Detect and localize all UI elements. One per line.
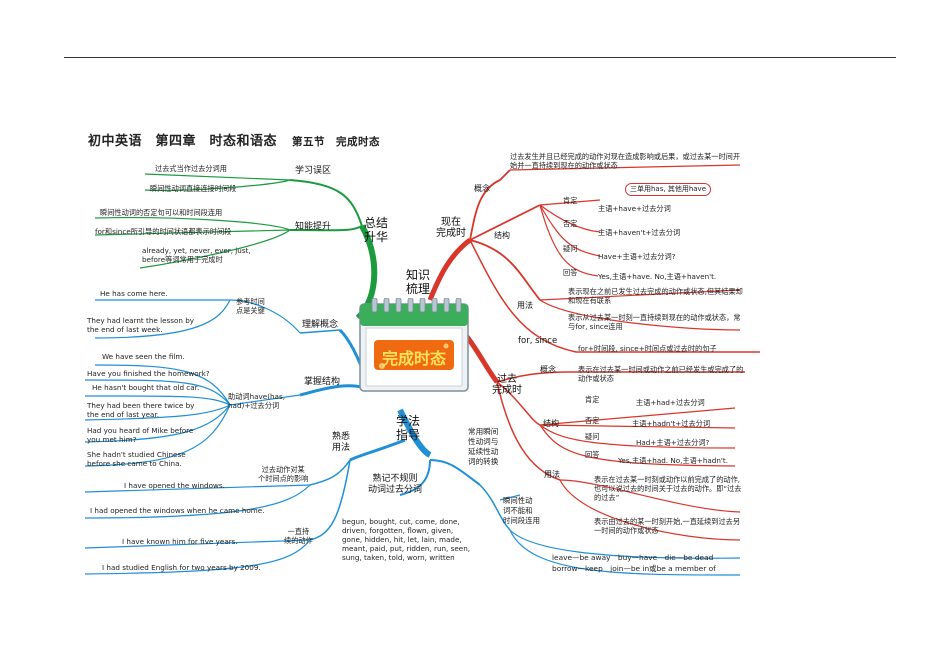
branch-past-perfect: 过去 完成时 [492, 374, 522, 396]
present-forsince: for+时间段, since+时间点或过去时的句子 [578, 344, 717, 353]
past-negative-label: 否定 [585, 416, 600, 425]
master-item-5: Had you heard of Mike before you met him… [87, 426, 194, 444]
irregular-verbs: begun, bought, cut, come, done, driven, … [342, 517, 471, 562]
present-third-person-note: 三单用has, 其他用have [625, 183, 711, 196]
past-answer: Yes,主语+had. No,主语+hadn't. [618, 456, 728, 465]
label-aux: 助动词have(has, had)+过去分词 [228, 392, 285, 410]
center-calendar: 完成时态 [358, 297, 470, 393]
past-affirm: 主语+had+过去分词 [636, 398, 705, 407]
label-familiar: 熟悉 用法 [332, 432, 351, 453]
past-affirm-label: 肯定 [585, 395, 600, 404]
present-affirm-label: 肯定 [563, 196, 578, 205]
present-structure-label: 结构 [494, 231, 510, 240]
label-misunderstanding: 学习误区 [295, 166, 332, 176]
present-negative-label: 否定 [563, 219, 578, 228]
header-rule [64, 57, 896, 58]
label-memorize: 熟记不规则 动词过去分词 [368, 474, 423, 495]
continuous-item-1: I have known him for five years. [122, 537, 238, 546]
label-continuous: 一直持 续的动作 [284, 527, 313, 545]
past-question: Had+主语+过去分词? [636, 438, 710, 447]
master-item-3: He hasn't bought that old car. [92, 383, 200, 392]
present-forsince-label: for, since [518, 336, 558, 346]
misunderstanding-item-2: 瞬间性动词直接连接时间段 [150, 184, 237, 193]
improve-item-2: for和since所引导的时间状语都表示时间段 [95, 227, 232, 236]
branch-summary: 总结 升华 [364, 216, 389, 244]
past-answer-label: 回答 [585, 450, 600, 459]
convert-items: leave—be away buy—have die—be dead borro… [552, 553, 716, 573]
past-point-item-2: I had opened the windows when he came ho… [90, 506, 265, 515]
present-negative: 主语+haven't+过去分词 [598, 228, 681, 237]
master-item-6: She hadn't studied Chinese before she ca… [87, 450, 186, 468]
branch-knowledge: 知识 梳理 [406, 268, 431, 296]
continuous-item-2: I had studied English for two years by 2… [102, 563, 261, 572]
calendar-icon [359, 297, 469, 392]
present-concept-text: 过去发生并且已经完成的动作对现在造成影响或后果，或过去某一时间开始并一直持续到现… [510, 152, 741, 170]
present-usage-1: 表示现在之前已发生过去完成的动作或状态,但其结果却和现在有联系 [568, 287, 743, 305]
label-instant: 瞬间性动 词不能和 时间段连用 [503, 496, 540, 525]
understand-item-2: They had learnt the lesson by the end of… [87, 316, 195, 334]
label-ref-time: 参考时间 点是关键 [236, 297, 265, 315]
past-usage-2: 表示由过去的某一时刻开始,一直延续到过去另一时间的动作或状态 [594, 517, 741, 535]
present-question: Have+主语+过去分词? [598, 252, 676, 261]
branch-present-perfect: 现在 完成时 [436, 217, 466, 239]
master-item-2: Have you finished the homework? [87, 369, 210, 378]
misunderstanding-item-1: 过去式当作过去分词用 [155, 164, 227, 173]
past-structure-label: 结构 [543, 419, 559, 428]
present-answer: Yes,主语+have. No,主语+haven't. [598, 272, 717, 281]
label-improve: 知能提升 [295, 222, 332, 232]
past-usage-label: 用法 [544, 470, 560, 479]
branch-method: 学法 指导 [396, 414, 421, 442]
improve-item-1: 瞬间性动词的否定句可以和时间段连用 [100, 208, 223, 217]
label-understand: 理解概念 [302, 320, 339, 330]
present-answer-label: 回答 [563, 268, 578, 277]
master-item-1: We have seen the film. [102, 352, 185, 361]
master-item-4: They had been there twice by the end of … [87, 401, 195, 419]
present-question-label: 疑问 [563, 244, 578, 253]
title-section: 第五节 完成时态 [292, 136, 381, 148]
past-usage-1: 表示在过去某一时刻或动作以前完成了的动作,也可以说过去的时间关于过去的动作。即“… [594, 475, 742, 502]
title-main: 初中英语 第四章 时态和语态 [88, 134, 278, 149]
label-convert: 常用瞬间 性动词与 延续性动 词的转换 [468, 427, 499, 466]
center-label: 完成时态 [381, 349, 446, 368]
present-concept-label: 概念 [474, 184, 490, 193]
understand-item-1: He has come here. [100, 289, 168, 298]
past-question-label: 疑问 [585, 432, 600, 441]
label-master: 掌握结构 [304, 377, 341, 387]
improve-item-3: already, yet, never, ever, just, before等… [142, 246, 251, 264]
present-usage-2: 表示从过去某一时刻一直持续到现在的动作或状态，常与for, since连用 [568, 313, 741, 331]
present-usage-label: 用法 [517, 301, 533, 310]
past-concept-label: 概念 [540, 365, 556, 374]
present-affirm: 主语+have+过去分词 [598, 204, 671, 213]
page-title: 初中英语 第四章 时态和语态 第五节 完成时态 [88, 130, 380, 149]
past-concept-text: 表示在过去某一时间或动作之前已经发生或完成了的动作或状态 [578, 365, 744, 383]
past-point-item-1: I have opened the windows. [124, 481, 225, 490]
past-negative: 主语+hadn't+过去分词 [632, 419, 711, 428]
label-past-point: 过去动作对某 个时间点的影响 [258, 465, 309, 483]
